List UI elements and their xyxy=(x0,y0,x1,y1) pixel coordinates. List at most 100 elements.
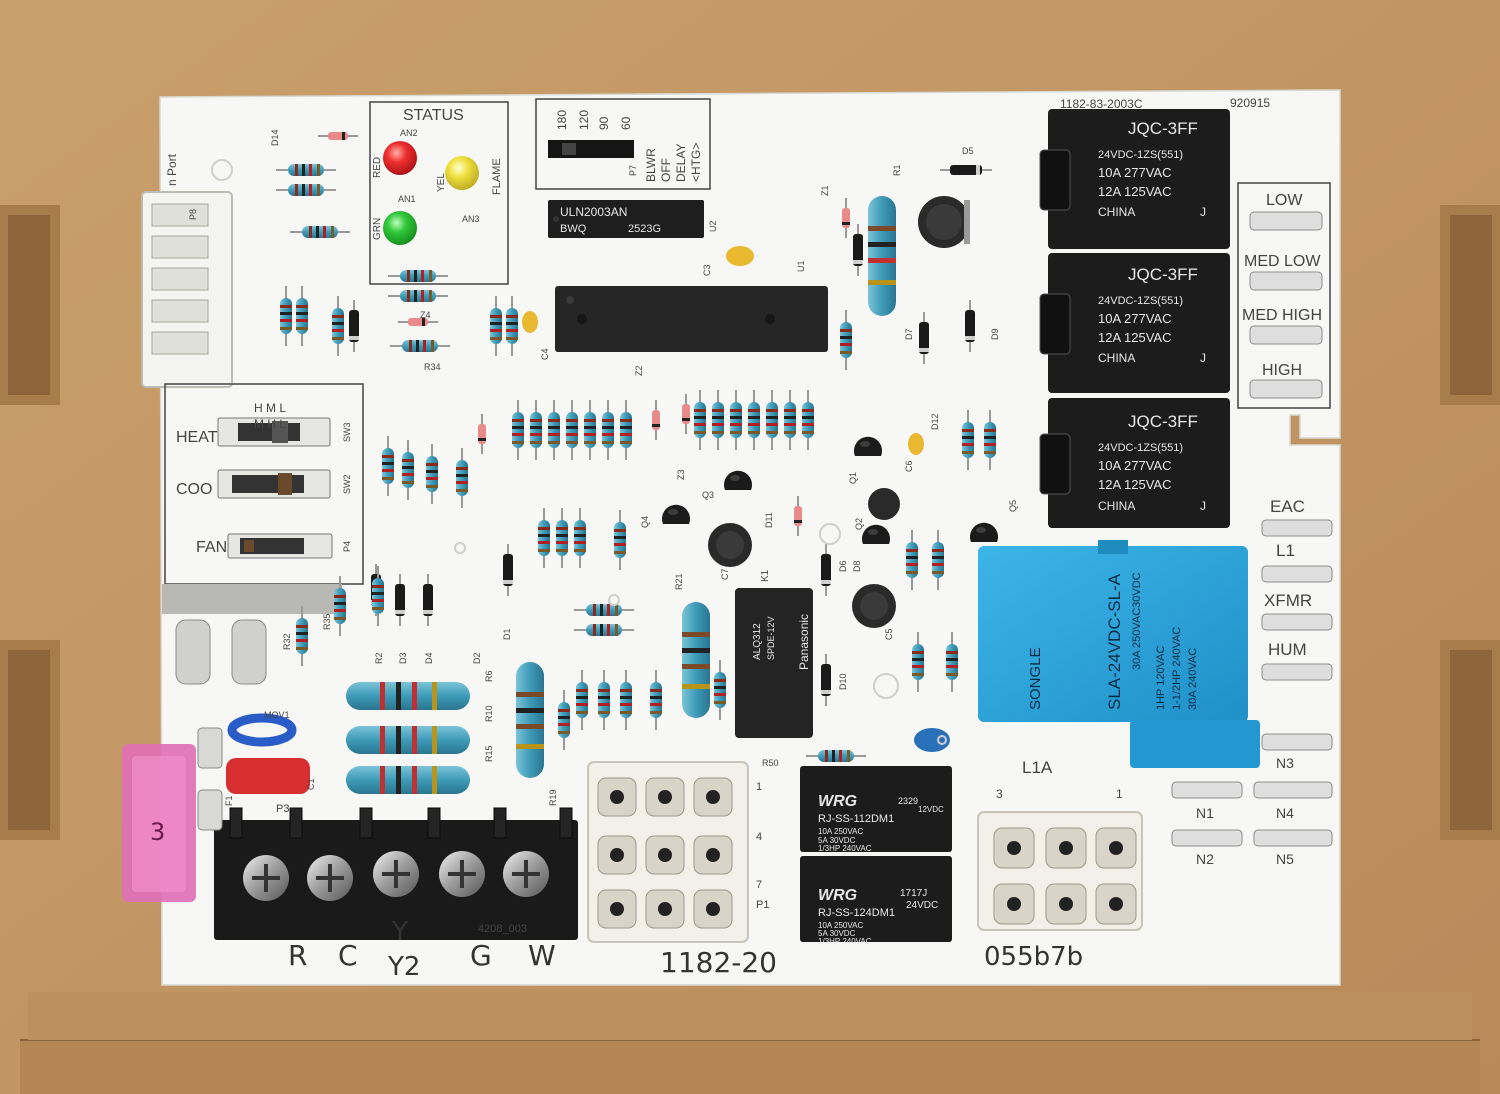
relay-3-rating2: 10A 277VAC xyxy=(1098,458,1171,473)
k1-ref: K1 xyxy=(760,569,771,582)
r6-ref: R6 xyxy=(484,670,494,682)
wrg-2-voltage: 24VDC xyxy=(906,900,938,911)
d12-ref: D12 xyxy=(930,413,940,430)
green-led-label: GRN xyxy=(372,218,383,240)
status-title: STATUS xyxy=(403,107,464,124)
u2-code: BWQ xyxy=(560,223,587,235)
d7-ref: D7 xyxy=(904,328,914,340)
wrg-1-date: 2329 xyxy=(898,796,918,806)
an2-label: AN2 xyxy=(400,128,418,138)
terminal-label-y2: Y2 xyxy=(387,952,420,982)
metal-bracket xyxy=(162,584,342,614)
terminal-xfmr: XFMR xyxy=(1264,591,1312,610)
relay-1: JQC-3FF 24VDC-1ZS(551) 10A 277VAC 12A 12… xyxy=(1039,109,1230,249)
fuse: 3 xyxy=(122,744,196,902)
speed-low-label: LOW xyxy=(1266,192,1303,209)
d10-ref: D10 xyxy=(838,673,848,690)
r10-ref: R10 xyxy=(484,705,494,722)
relay-1-brand: JQC-3FF xyxy=(1128,119,1198,138)
cardboard-flap-bottom xyxy=(20,1040,1480,1094)
c6-ref: C6 xyxy=(904,460,914,472)
mov1-ref: MOV1 xyxy=(264,710,290,720)
c3-ref: C3 xyxy=(702,264,712,276)
jumper-opt-180: 180 xyxy=(555,110,569,130)
blower-delay-jumper: 180 120 90 60 P7 BLWR OFF DELAY <HTG> xyxy=(535,98,711,190)
p3-ref: P3 xyxy=(276,803,289,815)
relay-2-suffix: J xyxy=(1200,351,1206,365)
u1-ref: U1 xyxy=(796,260,806,272)
u1-microcontroller: U1 xyxy=(555,260,828,352)
plug-p1: P1 xyxy=(756,899,769,911)
p4-ref: P4 xyxy=(342,541,352,552)
d1-ref: D1 xyxy=(502,628,512,640)
songle-rating4: 30A 240VAC xyxy=(1187,648,1199,710)
relay-1-rating2: 10A 277VAC xyxy=(1098,165,1171,180)
relay-3-suffix: J xyxy=(1200,499,1206,513)
q4-ref: Q4 xyxy=(640,516,650,528)
speed-med-low-label: MED LOW xyxy=(1244,253,1321,270)
green-led xyxy=(383,211,417,245)
six-pin-connector: 3 1 xyxy=(977,787,1143,931)
blue-ceramic-cap xyxy=(914,728,950,752)
cardboard-tabs xyxy=(0,205,1500,840)
relay-1-rating1: 24VDC-1ZS(551) xyxy=(1098,149,1183,161)
relay-2-rating2: 10A 277VAC xyxy=(1098,311,1171,326)
speed-med-high-label: MED HIGH xyxy=(1242,307,1322,324)
relay-1-suffix: J xyxy=(1200,205,1206,219)
switch-fan-label: FAN xyxy=(196,539,227,556)
ceramic-cap-c6 xyxy=(908,433,924,455)
u2-date: 2523G xyxy=(628,223,661,235)
terminal-n5: N5 xyxy=(1276,851,1294,867)
red-capacitor xyxy=(226,758,310,794)
red-led-label: RED xyxy=(372,157,383,178)
c7-ref: C7 xyxy=(720,568,730,580)
relay-2: JQC-3FF 24VDC-1ZS(551) 10A 277VAC 12A 12… xyxy=(1039,253,1230,393)
relay-2-rating3: 12A 125VAC xyxy=(1098,330,1171,345)
terminal-label-y: Y xyxy=(391,917,408,947)
terminal-eac: EAC xyxy=(1270,497,1305,516)
switch-heat-opts: H M L xyxy=(254,401,286,415)
jumper-opt-120: 120 xyxy=(577,110,591,130)
plug-pin-3: 3 xyxy=(996,787,1003,801)
cardboard-inner-edge xyxy=(28,992,1472,1040)
terminal-label-c: C xyxy=(338,939,358,972)
d6-ref: D6 xyxy=(838,560,848,572)
p8-ref: P8 xyxy=(188,209,198,220)
d11-ref: D11 xyxy=(764,512,774,528)
jumper-line-blwr: BLWR xyxy=(644,148,658,182)
f1-ref: F1 xyxy=(224,795,234,806)
r15-ref: R15 xyxy=(484,745,494,762)
q2-ref: Q2 xyxy=(854,518,864,530)
relay-3: JQC-3FF 24VDC-1ZS(551) 10A 277VAC 12A 12… xyxy=(1039,398,1230,528)
terminal-n4: N4 xyxy=(1276,805,1294,821)
songle-model: SLA-24VDC-SL-A xyxy=(1105,573,1124,710)
switch-cool-label: COO xyxy=(176,481,212,498)
ceramic-cap-c3 xyxy=(726,246,754,266)
l1a-label: L1A xyxy=(1022,758,1053,777)
terminal-code: 4208_003 xyxy=(478,923,527,935)
nine-pin-connector: 1 4 7 P1 xyxy=(587,761,769,943)
terminal-label-w: W xyxy=(528,939,556,972)
fuse-value: 3 xyxy=(150,818,165,846)
wrg-1-brand: WRG xyxy=(818,793,857,810)
d14-ref: D14 xyxy=(270,129,280,146)
terminal-n1: N1 xyxy=(1196,805,1214,821)
wrg-2-r1: 10A 250VAC xyxy=(818,921,863,930)
status-section: STATUS AN2 AN1 AN3 RED GRN YEL FLAME xyxy=(369,101,509,285)
jumper-line-delay: DELAY xyxy=(674,144,688,182)
wrg-2-r3: 1/3HP 240VAC xyxy=(818,937,872,946)
wrg-relay-2: WRG 1717J 24VDC RJ-SS-124DM1 10A 250VAC … xyxy=(800,856,952,946)
wrg-2-date: 1717J xyxy=(900,888,927,899)
switch-heat-label: HEAT xyxy=(176,429,218,446)
mount-holes xyxy=(211,159,947,745)
jumper-ref: P7 xyxy=(628,165,638,176)
fuse-clips xyxy=(197,727,223,831)
relay-1-rating3: 12A 125VAC xyxy=(1098,184,1171,199)
u2-ref: U2 xyxy=(708,220,718,232)
plug-pin-7: 7 xyxy=(756,879,762,891)
panasonic-brand: Panasonic xyxy=(797,614,811,670)
flame-label: FLAME xyxy=(491,158,503,195)
relay-3-brand: JQC-3FF xyxy=(1128,412,1198,431)
songle-rating2: 1HP 120VAC xyxy=(1155,646,1167,710)
